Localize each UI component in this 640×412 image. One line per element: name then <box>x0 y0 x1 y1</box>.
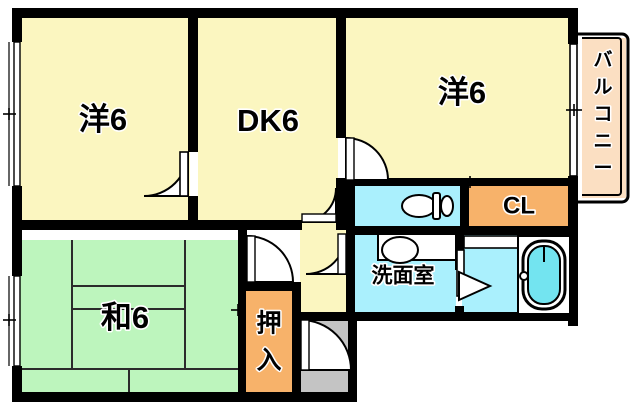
wall-hall-left <box>346 184 355 230</box>
wall-entrance-right <box>348 312 357 402</box>
label-western-left: 洋6 <box>79 102 127 137</box>
door-hall-to-washroom <box>305 233 347 275</box>
wash-basin-fixture <box>377 233 457 264</box>
wall-partition-west-dk-b <box>188 196 198 226</box>
label-balcony: バ ル コ ニ ー <box>592 48 614 181</box>
dim-left-upper <box>3 42 16 186</box>
door-western-left-to-dk <box>143 151 189 197</box>
wall-oshiire-right <box>292 282 301 316</box>
label-japanese-room: 和6 <box>101 300 149 335</box>
label-balcony-char-2: コ <box>593 104 612 125</box>
room-labels: 洋6 DK6 洋6 和6 CL 洗面室 押 入 バ ル コ ニ ー <box>77 48 614 377</box>
fixtures <box>377 192 571 315</box>
door-entrance <box>300 318 353 371</box>
window-west-wall-tatami <box>13 275 21 367</box>
wall-under-wet-area <box>294 312 578 321</box>
door-bath-folding <box>456 249 493 302</box>
wall-oshiire-top <box>238 282 300 291</box>
dimension-marks <box>3 42 582 366</box>
wall-left-lower-b <box>12 366 22 402</box>
wall-top-outer <box>12 8 578 18</box>
wall-left-upper-b <box>12 186 22 240</box>
dim-top-closet <box>462 176 478 188</box>
label-balcony-char-1: ル <box>593 77 612 98</box>
label-balcony-char-0: バ <box>593 49 612 71</box>
doors <box>143 136 493 371</box>
wall-partition-west-dk <box>188 8 198 152</box>
label-dining-kitchen: DK6 <box>237 103 299 138</box>
wall-oshiire-left <box>238 282 246 398</box>
wall-entrance-left <box>292 312 301 402</box>
bathtub-fixture <box>517 235 571 315</box>
balcony-fill <box>582 38 626 198</box>
wall-left-lower <box>12 240 22 276</box>
door-japanese-to-dk <box>246 234 295 283</box>
wall-bottom-outer <box>12 392 356 402</box>
wall-tatami-top-right <box>238 230 247 284</box>
label-oshiire-char-0: 押 <box>256 310 281 338</box>
label-washroom: 洗面室 <box>372 264 435 288</box>
dim-left-lower <box>3 276 16 366</box>
dim-right-balcony <box>566 104 582 116</box>
label-closet-cl: CL <box>503 192 535 219</box>
wall-partition-dk-east-b <box>336 178 346 230</box>
label-balcony-char-4: ー <box>593 158 612 179</box>
label-oshiire-char-1: 入 <box>256 347 281 375</box>
closet-cl-fill <box>468 186 574 228</box>
label-balcony-char-3: ニ <box>593 131 612 152</box>
room-western-right-fill <box>346 16 574 184</box>
door-dk-to-hall <box>301 187 337 223</box>
toilet-fixture <box>401 192 454 220</box>
wall-bath-right <box>568 234 578 320</box>
wall-under-toilet <box>346 226 578 235</box>
closet-oshiire-fill <box>244 290 294 398</box>
door-western-right-to-hall <box>345 136 390 181</box>
wall-partition-dk-east <box>336 8 346 138</box>
balcony-outline <box>578 32 630 204</box>
wall-right-outer-upper <box>568 8 578 44</box>
room-western-left-fill <box>20 16 190 220</box>
dim-mid-oshiire <box>231 304 245 316</box>
label-closet-oshiire: 押 入 <box>255 308 283 376</box>
wall-left-upper <box>12 8 22 42</box>
label-western-right: 洋6 <box>438 75 486 110</box>
wall-toilet-cl <box>460 184 469 230</box>
wall-hall-left-b <box>346 234 355 318</box>
wall-mid-horizontal-left <box>12 220 302 230</box>
